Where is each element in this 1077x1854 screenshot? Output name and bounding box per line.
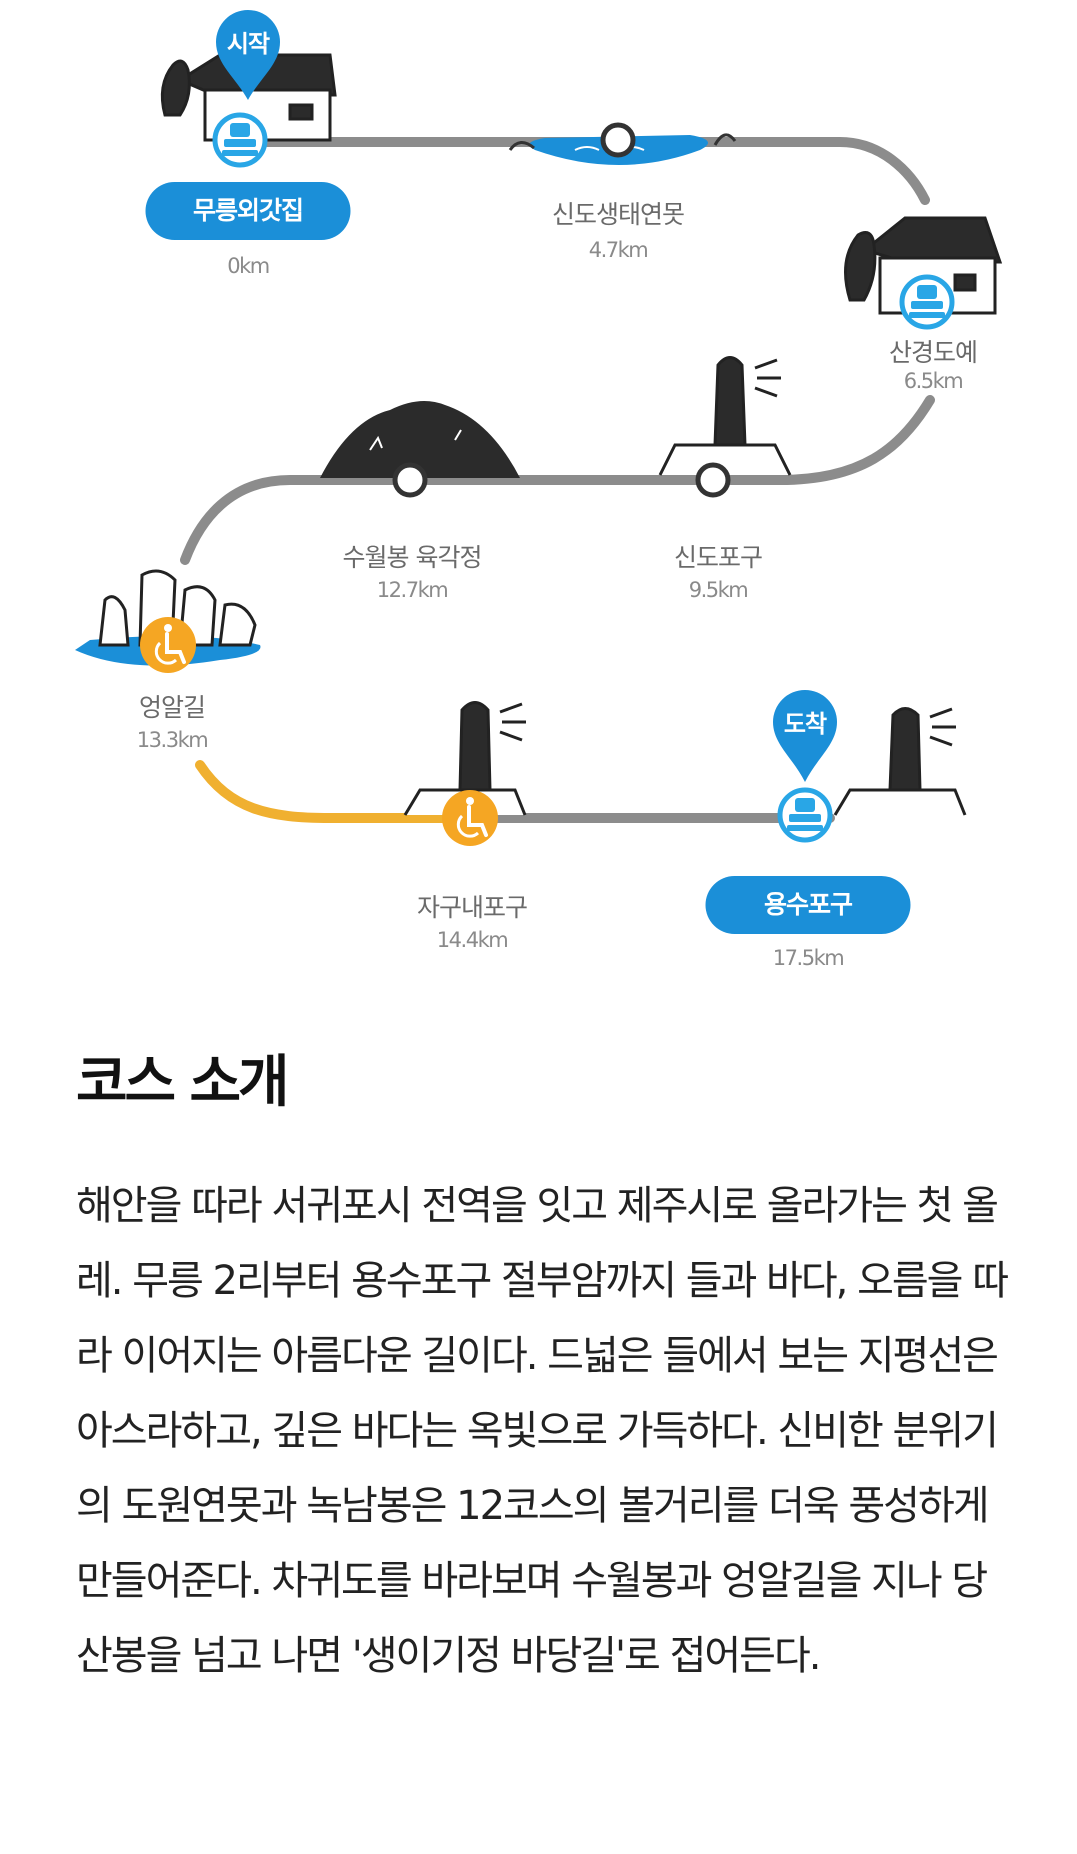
stop-distance-end: 17.5km [772, 946, 845, 970]
section-title: 코스 소개 [76, 1050, 290, 1115]
accessible-route-path [195, 760, 475, 823]
stop-distance-start: 0km [227, 254, 270, 278]
stop-name-eongal: 엉알길 [138, 693, 206, 722]
end-marker-label: 도착 [783, 710, 827, 738]
stamp-icon [212, 112, 268, 168]
stop-name-pond: 신도생태연못 [551, 200, 685, 229]
route-path [180, 395, 935, 565]
stop-distance-sangyeong: 6.5km [903, 369, 964, 393]
waypoint-circle-icon [392, 462, 428, 498]
route-illustration [75, 10, 1003, 846]
stop-distance-suwolbong: 12.7km [376, 578, 449, 602]
section-body: 해안을 따라 서귀포시 전역을 잇고 제주시로 올라가는 첫 올레. 무릉 2리… [76, 1183, 1009, 1679]
course-map: 시작 도착 무릉외갓집 0km 신도생태연못 4.7km 산경도예 6.5km … [75, 10, 1003, 970]
waypoint-circle-icon [600, 122, 636, 158]
stop-distance-jagunae: 14.4km [436, 928, 509, 952]
start-marker-label: 시작 [226, 30, 270, 58]
stop-name-suwolbong: 수월봉 육각정 [342, 543, 483, 572]
stop-name-jagunae: 자구내포구 [416, 893, 528, 922]
wheelchair-icon [140, 617, 196, 673]
stop-name-sindo-port: 신도포구 [673, 543, 763, 572]
stop-distance-sindo-port: 9.5km [688, 578, 749, 602]
lighthouse-illustration [658, 356, 792, 476]
stop-name-end: 용수포구 [705, 876, 911, 934]
mountain-illustration [320, 401, 520, 478]
end-pin-icon [773, 690, 837, 782]
course-intro-section: 코스 소개 해안을 따라 서귀포시 전역을 잇고 제주시로 올라가는 첫 올레.… [76, 1055, 1016, 1694]
route-path [240, 137, 930, 205]
stamp-icon [899, 274, 955, 330]
stop-distance-pond: 4.7km [588, 238, 649, 262]
stop-name-sangyeong: 산경도예 [888, 338, 978, 367]
stamp-icon [777, 787, 833, 843]
waypoint-circle-icon [695, 462, 731, 498]
stop-distance-eongal: 13.3km [136, 728, 209, 752]
wheelchair-icon [442, 790, 498, 846]
house-illustration [844, 216, 1003, 315]
lighthouse-illustration [833, 707, 967, 816]
start-pin-icon [216, 10, 280, 100]
stop-name-start: 무릉외갓집 [145, 182, 351, 240]
